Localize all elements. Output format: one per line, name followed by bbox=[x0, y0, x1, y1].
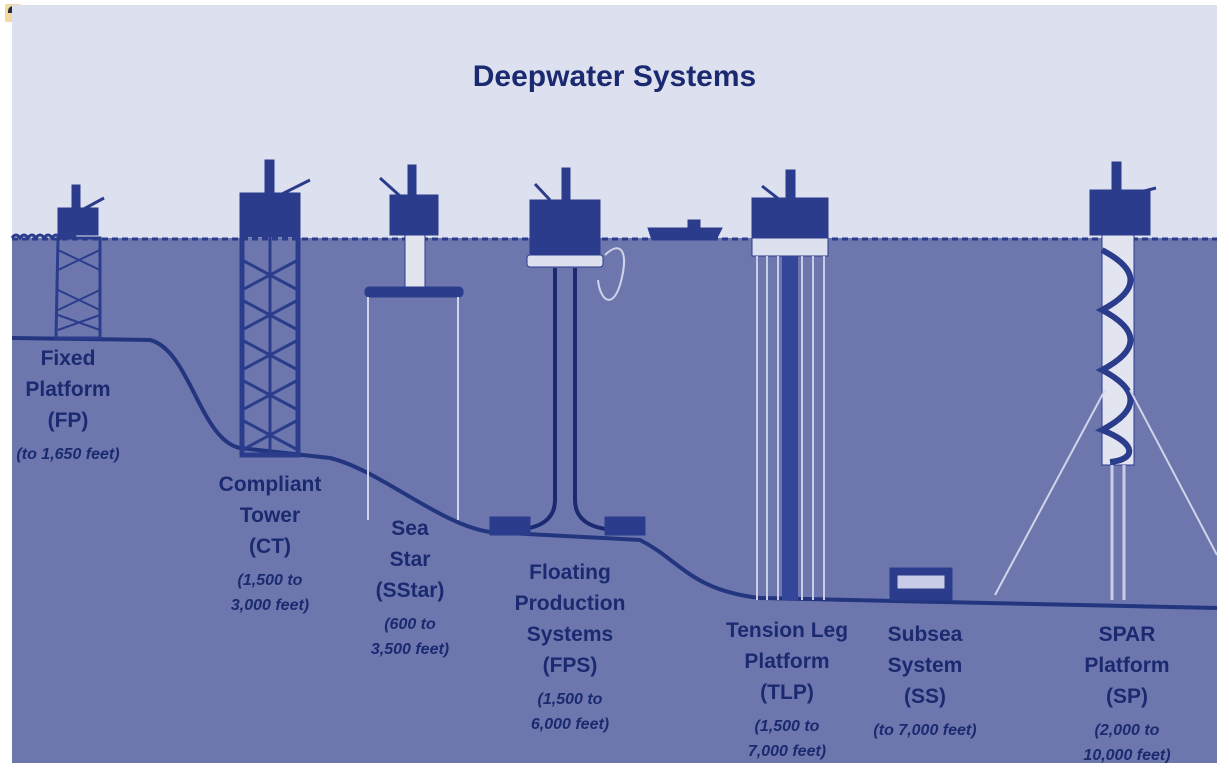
depth-range: (to 7,000 feet) bbox=[873, 722, 977, 739]
system-abbrev: (SS) bbox=[903, 685, 946, 708]
system-abbrev: (FP) bbox=[47, 409, 89, 432]
depth-range: (2,000 to bbox=[1094, 722, 1160, 739]
system-name: Fixed bbox=[40, 347, 96, 370]
depth-range: (1,500 to bbox=[237, 572, 303, 589]
ship-bridge bbox=[687, 219, 701, 230]
fixed-platform bbox=[54, 184, 105, 340]
floating-production-system bbox=[489, 167, 646, 536]
depth-range: 10,000 feet) bbox=[1083, 747, 1171, 764]
system-name: Production bbox=[514, 592, 626, 615]
system-abbrev: (CT) bbox=[249, 535, 291, 558]
system-name: Sea bbox=[391, 517, 429, 540]
label-compliant-tower: Compliant Tower (CT) (1,500 to 3,000 fee… bbox=[219, 469, 322, 618]
label-spar-platform: SPAR Platform (SP) (2,000 to 10,000 feet… bbox=[1083, 619, 1170, 768]
label-floating-production-systems: Floating Production Systems (FPS) (1,500… bbox=[515, 557, 626, 737]
system-name: Subsea bbox=[887, 623, 963, 646]
subsea-system bbox=[889, 567, 953, 601]
system-name: Compliant bbox=[218, 473, 322, 496]
depth-range: (600 to bbox=[384, 616, 436, 633]
system-name: Tower bbox=[239, 504, 301, 527]
system-name: System bbox=[887, 654, 963, 677]
tanker-ship bbox=[647, 227, 723, 241]
depth-range: 7,000 feet) bbox=[747, 743, 827, 760]
depth-range: (1,500 to bbox=[537, 691, 603, 708]
system-name: Tension Leg bbox=[725, 619, 849, 642]
system-name: Platform bbox=[25, 378, 111, 401]
sky bbox=[12, 5, 1217, 240]
system-name: Platform bbox=[744, 650, 830, 673]
system-abbrev: (SP) bbox=[1105, 685, 1148, 708]
system-name: Star bbox=[389, 548, 431, 571]
depth-range: 6,000 feet) bbox=[530, 716, 610, 733]
label-tension-leg-platform: Tension Leg Platform (TLP) (1,500 to 7,0… bbox=[726, 615, 848, 764]
system-name: Floating bbox=[529, 561, 611, 584]
label-subsea-system: Subsea System (SS) (to 7,000 feet) bbox=[873, 619, 976, 743]
depth-range: (1,500 to bbox=[754, 718, 820, 735]
right-margin bbox=[1217, 0, 1229, 768]
system-name: Platform bbox=[1084, 654, 1170, 677]
sea-star bbox=[364, 164, 464, 520]
system-name: Systems bbox=[526, 623, 614, 646]
water bbox=[12, 238, 1217, 763]
bottom-margin bbox=[0, 763, 1229, 768]
depth-range: 3,000 feet) bbox=[230, 597, 310, 614]
spar-platform bbox=[994, 161, 1218, 600]
depth-range: (to 1,650 feet) bbox=[16, 446, 120, 463]
system-abbrev: (TLP) bbox=[760, 681, 814, 704]
depth-range: 3,500 feet) bbox=[370, 641, 450, 658]
compliant-tower bbox=[239, 159, 311, 458]
page-title: Deepwater Systems bbox=[472, 60, 757, 93]
seabed-line bbox=[11, 336, 1218, 610]
system-abbrev: (SStar) bbox=[375, 579, 445, 602]
label-fixed-platform: Fixed Platform (FP) (to 1,650 feet) bbox=[16, 343, 119, 467]
system-name: SPAR bbox=[1098, 623, 1156, 646]
label-sea-star: Sea Star (SStar) (600 to 3,500 feet) bbox=[371, 513, 449, 662]
tension-leg-platform bbox=[751, 169, 829, 600]
system-abbrev: (FPS) bbox=[542, 654, 598, 677]
